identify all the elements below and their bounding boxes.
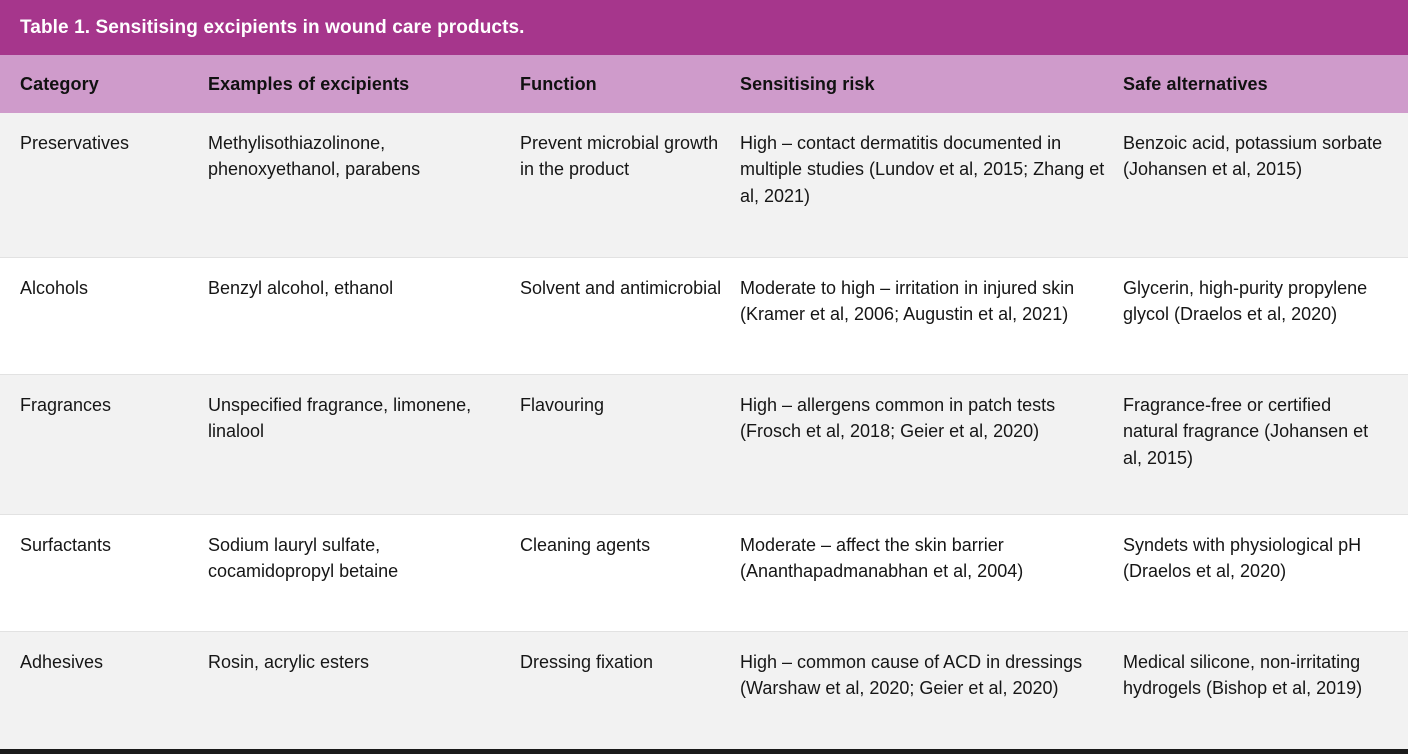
column-header-category: Category [20, 73, 99, 94]
cell-examples: Rosin, acrylic esters [208, 652, 370, 672]
cell-category: Preservatives [20, 133, 130, 153]
cell-examples: Benzyl alcohol, ethanol [208, 278, 394, 298]
table-row: Preservatives Methylisothiazolinone, phe… [0, 113, 1408, 258]
cell-examples: Methylisothiazolinone, phenoxyethanol, p… [208, 133, 421, 180]
cell-risk: Moderate – affect the skin barrier (Anan… [740, 535, 1024, 582]
cell-alternatives: Syndets with physiological pH (Draelos e… [1123, 535, 1362, 582]
cell-category: Adhesives [20, 652, 104, 672]
column-header-examples: Examples of excipients [208, 73, 410, 94]
cell-function: Cleaning agents [520, 535, 651, 555]
cell-function: Solvent and antimicrobial [520, 278, 722, 298]
cell-category: Surfactants [20, 535, 112, 555]
cell-function: Prevent microbial growth in the product [520, 133, 719, 180]
column-header-function: Function [520, 73, 597, 94]
cell-alternatives: Medical silicone, non-irritating hydroge… [1123, 652, 1363, 699]
column-header-safe-alternatives: Safe alternatives [1123, 73, 1268, 94]
table-row: Fragrances Unspecified fragrance, limone… [0, 375, 1408, 515]
table-caption: Table 1. Sensitising excipients in wound… [0, 0, 1408, 55]
cell-risk: High – common cause of ACD in dressings … [740, 652, 1083, 699]
cell-risk: Moderate to high – irritation in injured… [740, 278, 1075, 325]
cell-category: Fragrances [20, 395, 112, 415]
cell-category: Alcohols [20, 278, 89, 298]
table-body: Preservatives Methylisothiazolinone, phe… [0, 113, 1408, 749]
cell-function: Flavouring [520, 395, 605, 415]
cell-alternatives: Glycerin, high-purity propylene glycol (… [1123, 278, 1368, 325]
cell-risk: High – contact dermatitis documented in … [740, 133, 1105, 206]
cell-examples: Unspecified fragrance, limonene, linaloo… [208, 395, 472, 442]
cell-alternatives: Fragrance-free or certified natural frag… [1123, 395, 1369, 468]
column-header-sensitising-risk: Sensitising risk [740, 73, 875, 94]
table-row: Alcohols Benzyl alcohol, ethanol Solvent… [0, 258, 1408, 375]
cell-risk: High – allergens common in patch tests (… [740, 395, 1056, 442]
table-row: Adhesives Rosin, acrylic esters Dressing… [0, 632, 1408, 749]
cell-alternatives: Benzoic acid, potassium sorbate (Johanse… [1123, 133, 1383, 180]
table-row: Surfactants Sodium lauryl sulfate, cocam… [0, 515, 1408, 632]
cell-function: Dressing fixation [520, 652, 654, 672]
table-header-row: Category Examples of excipients Function… [0, 55, 1408, 113]
cell-examples: Sodium lauryl sulfate, cocamidopropyl be… [208, 535, 399, 582]
